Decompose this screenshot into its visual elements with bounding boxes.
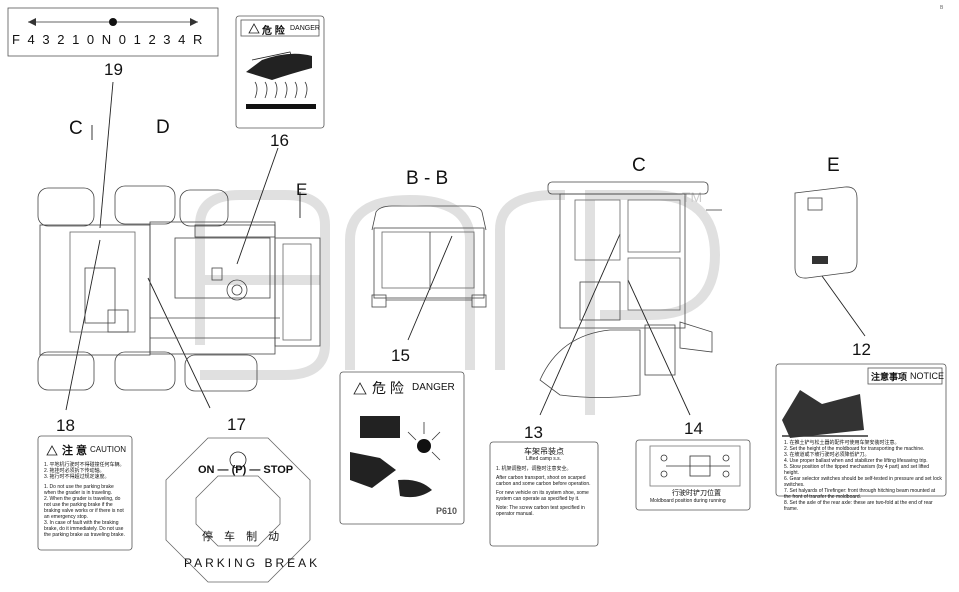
caution18-cn: 注 意 [62, 445, 88, 457]
section-label-bb: B - B [406, 168, 449, 189]
e-view-label [794, 186, 858, 279]
travel14-en: Moldboard position during running [650, 498, 726, 504]
danger-label-16 [235, 15, 325, 129]
lift13-line: For new vehicle on its system shoe, some… [496, 490, 589, 502]
parking17-en: PARKING BREAK [184, 556, 321, 570]
parking-brake-decal-17 [165, 437, 311, 583]
caution18-line: 3. 拖行时不得超过规定速度。 [44, 474, 110, 480]
section-label-d: D [156, 117, 170, 138]
notice-label-12 [775, 363, 947, 497]
danger15-en: DANGER [412, 382, 455, 393]
notice12-text: 1. 在推土铲与松土器的配件可使用车架安装时注意。 2. Set the hei… [784, 440, 942, 512]
caution18-line: 3. In case of fault with the braking bra… [44, 520, 125, 538]
notice12-line: 8. Set the axle of the rear axle: these … [784, 500, 933, 512]
notice12-line: 3. 在坡道或下坡行驶时必须降低铲刀。 [784, 452, 870, 458]
cab-side-view [539, 181, 722, 398]
lift13-line: Note: The screw carbon test specified in… [496, 505, 585, 517]
callout-18: 18 [56, 416, 75, 435]
notice12-line: 6. Gear selector switches should be self… [784, 476, 942, 488]
lifting-label-13 [489, 441, 599, 547]
section-label-e-left: E [296, 180, 308, 199]
lift13-en: Lifted camp s.s. [526, 456, 562, 462]
cab-rear-view [371, 205, 487, 308]
callout-16: 16 [270, 131, 289, 150]
caution18-en: CAUTION [90, 445, 126, 454]
notice12-cn: 注意事项 [871, 372, 908, 382]
gear-indicator-strip [7, 7, 219, 57]
callout-17: 17 [227, 415, 246, 434]
callout-13: 13 [524, 423, 543, 442]
danger16-en: DANGER [290, 25, 320, 32]
notice12-en: NOTICE [910, 371, 945, 381]
section-label-c-left: C [69, 118, 83, 139]
danger15-code: P610 [436, 506, 458, 516]
notice12-line: 7. Set halyards of Tirefinger: front thr… [784, 488, 936, 500]
caution-label-18 [37, 435, 133, 551]
lift13-line: After carbon transport, shoot on scarped… [496, 475, 591, 487]
corner-mark: B [940, 5, 944, 11]
danger16-cn: 危 险 [262, 26, 285, 37]
notice12-line: 1. 在推土铲与松土器的配件可使用车架安装时注意。 [784, 440, 900, 446]
parking17-cn: 停 车 制 动 [202, 531, 284, 543]
caution18-line: 2. When the grader is traveling, do not … [44, 496, 124, 520]
caution18-line: 1. 平地机行驶时不得碰撞任何车辆。 [44, 462, 125, 468]
callout-15: 15 [391, 346, 410, 365]
notice12-line: 5. Stow position of the tipped mechanism… [784, 464, 930, 476]
gear-strip-labels: F 4 3 2 1 0 N 0 1 2 3 4 R [12, 32, 205, 47]
parking17-top: ON — (P) — STOP [198, 464, 294, 476]
caution18-text: 1. 平地机行驶时不得碰撞任何车辆。 2. 拖挂时必须拆下传动轴。 3. 拖行时… [44, 462, 126, 538]
travel14-cn: 行驶时铲刀位置 [672, 490, 721, 497]
section-label-c-right: C [632, 155, 646, 176]
danger-label-15 [339, 371, 465, 525]
callout-19: 19 [104, 60, 123, 79]
grader-top-view [37, 185, 321, 392]
lift13-text: 1. 机架调整时，调整时注意安全。 After carbon transport… [496, 466, 592, 517]
lift13-line: 1. 机架调整时，调整时注意安全。 [496, 466, 572, 472]
danger15-cn: 危 险 [372, 380, 404, 396]
callout-14: 14 [684, 419, 703, 438]
callout-12: 12 [852, 340, 871, 359]
caution18-line: 1. Do not use the parking brake when the… [44, 484, 114, 496]
section-label-e-right: E [827, 155, 840, 176]
notice12-line: 4. Use proper ballast when and stabilize… [784, 458, 928, 464]
travel-position-label-14 [635, 439, 751, 511]
caution18-line: 2. 拖挂时必须拆下传动轴。 [44, 468, 105, 474]
notice12-line: 2. Set the height of the moldboard for t… [784, 446, 925, 452]
trademark-mark: TM [682, 189, 702, 205]
lift13-cn: 车架吊装点 [524, 447, 564, 456]
